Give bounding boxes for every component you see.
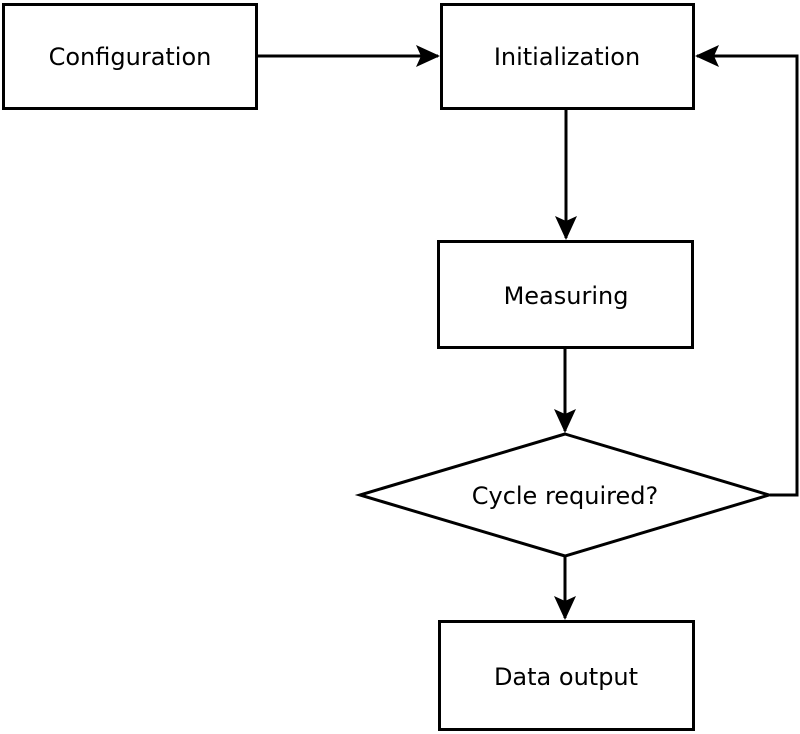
node-initialization: Initialization [440, 3, 695, 110]
node-data-output-box [438, 620, 695, 731]
arrowhead-down-icon [554, 409, 576, 433]
arrowhead-right-icon [416, 45, 440, 67]
node-cycle-required-diamond [354, 432, 775, 558]
edge-cycle-required-to-data-output [554, 556, 576, 620]
node-initialization-label: Initialization [494, 43, 640, 71]
arrowhead-down-icon [554, 596, 576, 620]
edge-configuration-to-initialization [257, 45, 440, 67]
arrowhead-left-icon [695, 45, 719, 67]
node-measuring: Measuring [437, 240, 694, 349]
node-data-output: Data output [438, 620, 695, 731]
node-measuring-box [437, 240, 694, 349]
node-configuration-box [2, 3, 258, 110]
node-measuring-label: Measuring [504, 282, 629, 310]
node-cycle-required: Cycle required? [354, 432, 775, 558]
node-cycle-required-label: Cycle required? [472, 482, 659, 510]
node-configuration-label: Configuration [49, 43, 212, 71]
arrowhead-down-icon [555, 216, 577, 240]
edge-line [697, 54, 799, 497]
node-data-output-label: Data output [494, 663, 638, 691]
node-initialization-box [440, 3, 695, 110]
edge-measuring-to-cycle-required [554, 348, 576, 433]
edge-cycle-required-to-initialization-loop [695, 45, 799, 497]
edge-initialization-to-measuring [555, 109, 577, 240]
node-configuration: Configuration [2, 3, 258, 110]
